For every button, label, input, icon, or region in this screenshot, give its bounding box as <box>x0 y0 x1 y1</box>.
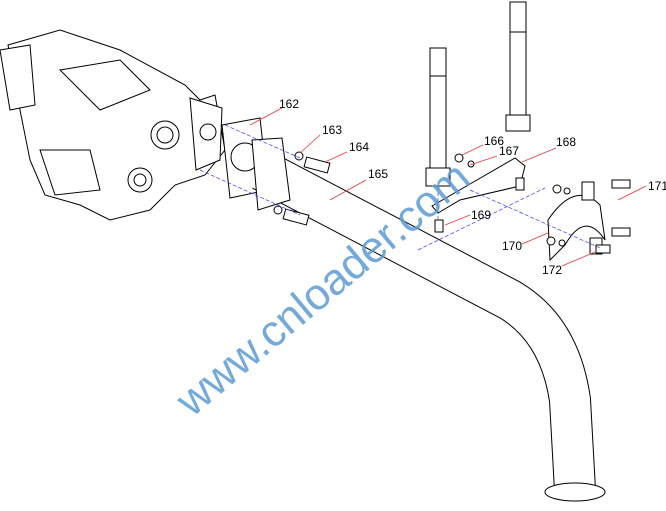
transmission-housing <box>0 29 226 221</box>
label-167: 167 <box>499 144 519 158</box>
support-tubes <box>425 1 531 187</box>
label-164: 164 <box>349 140 369 154</box>
assembly-axes <box>199 124 601 251</box>
label-163: 163 <box>322 123 342 137</box>
exhaust-pipe-165 <box>251 137 606 502</box>
label-168: 168 <box>556 135 576 149</box>
label-171: 171 <box>648 179 666 193</box>
label-170: 170 <box>502 239 522 253</box>
label-165: 165 <box>368 167 388 181</box>
leader-lines <box>249 107 647 267</box>
label-169: 169 <box>471 208 491 222</box>
label-166: 166 <box>484 134 504 148</box>
bolts <box>273 151 631 254</box>
label-172: 172 <box>542 263 562 277</box>
label-162: 162 <box>279 97 299 111</box>
